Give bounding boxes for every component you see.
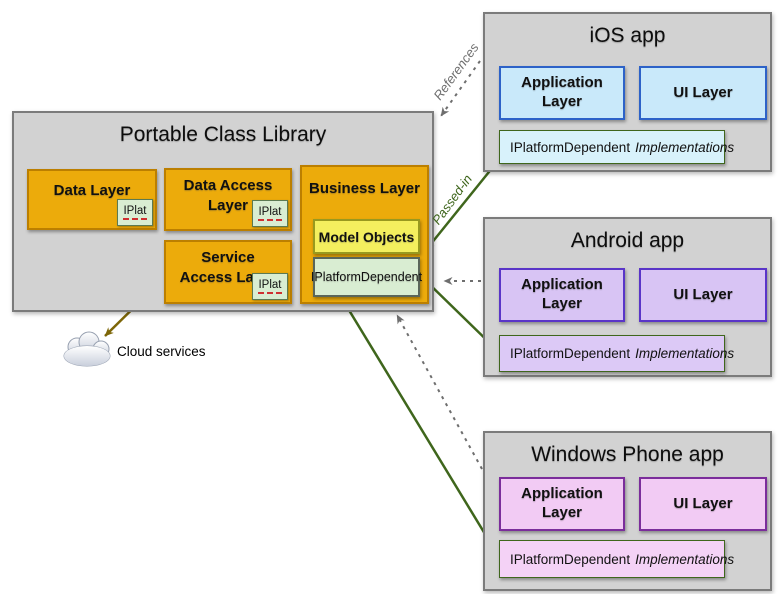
- references-arrow-label: References: [430, 40, 482, 103]
- windows-phone-app-title: Windows Phone app: [531, 443, 724, 466]
- iplat-label: IPlat: [123, 205, 147, 220]
- references-arrow-wp-to-pcl: [396, 314, 483, 470]
- android-application-layer-box: Application Layer: [499, 268, 625, 322]
- model-objects-box: Model Objects: [313, 219, 420, 254]
- passed-in-arrow-wp: [339, 296, 501, 558]
- iplat-label: IPlat: [258, 279, 282, 294]
- ios-app-box: iOS app Application Layer UI Layer IPlat…: [483, 12, 772, 172]
- ios-iplatformdependent-implementations-box: IPlatformDependent Implementations: [499, 130, 734, 164]
- wp-ui-layer-label: UI Layer: [673, 494, 733, 512]
- data-layer-box: Data Layer IPlat: [27, 169, 157, 230]
- data-layer-label: Data Layer: [53, 182, 131, 199]
- ios-ui-layer-label: UI Layer: [673, 83, 733, 101]
- service-access-layer-box: Service Access Layer IPlat: [164, 240, 292, 304]
- data-access-layer-label: Data Access Layer: [183, 177, 273, 214]
- iplatform-dependent-label: IPlatformDependent: [310, 270, 423, 284]
- impl-interface-label: IPlatformDependent: [510, 551, 631, 567]
- android-app-box: Android app Application Layer UI Layer I…: [483, 217, 772, 377]
- wp-iplatformdependent-implementations-box: IPlatformDependent Implementations: [499, 540, 734, 578]
- android-iplatformdependent-implementations-box: IPlatformDependent Implementations: [499, 335, 734, 372]
- impl-interface-label: IPlatformDependent: [510, 139, 631, 155]
- cloud-services-label: Cloud services: [117, 344, 206, 359]
- wp-ui-layer-box: UI Layer: [639, 477, 767, 531]
- cloud-icon: [63, 331, 111, 367]
- iplat-label: IPlat: [258, 206, 282, 221]
- data-access-layer-box: Data Access Layer IPlat: [164, 168, 292, 231]
- ios-application-layer-label: Application Layer: [521, 74, 603, 110]
- business-layer-box: Business Layer Model Objects IPlatformDe…: [300, 165, 429, 304]
- android-app-title: Android app: [570, 229, 685, 252]
- ios-app-title: iOS app: [589, 24, 666, 47]
- portable-class-library-box: Portable Class Library Data Layer IPlat …: [12, 111, 434, 312]
- business-layer-label: Business Layer: [309, 180, 420, 197]
- ios-ui-layer-box: UI Layer: [639, 66, 767, 120]
- model-objects-label: Model Objects: [318, 228, 415, 245]
- android-ui-layer-label: UI Layer: [673, 285, 733, 303]
- iplat-box-service-access-layer: IPlat: [252, 273, 288, 300]
- impl-interface-label: IPlatformDependent: [510, 346, 631, 361]
- iplatform-dependent-box: IPlatformDependent: [310, 257, 423, 297]
- impl-suffix-label: Implementations: [635, 139, 735, 155]
- pcl-title: Portable Class Library: [119, 123, 327, 146]
- impl-suffix-label: Implementations: [635, 346, 735, 361]
- impl-suffix-label: Implementations: [635, 551, 735, 567]
- wp-application-layer-label: Application Layer: [521, 485, 603, 521]
- ios-application-layer-box: Application Layer: [499, 66, 625, 120]
- android-ui-layer-box: UI Layer: [639, 268, 767, 322]
- wp-application-layer-box: Application Layer: [499, 477, 625, 531]
- iplat-box-data-layer: IPlat: [117, 199, 153, 226]
- iplat-box-data-access-layer: IPlat: [252, 200, 288, 227]
- android-application-layer-label: Application Layer: [521, 276, 603, 312]
- windows-phone-app-box: Windows Phone app Application Layer UI L…: [483, 431, 772, 591]
